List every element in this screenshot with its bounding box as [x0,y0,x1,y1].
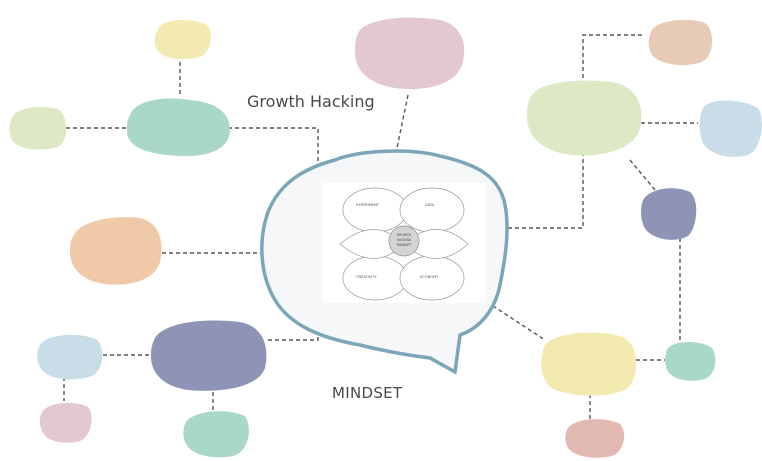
core-diagram [339,187,469,301]
petal-label-economy: ECONOMY [420,275,439,279]
diagram-title: Growth Hacking [247,92,375,111]
cloud-node [37,334,103,380]
cloud-node [183,411,249,458]
core-label-line-3: MINDSET [397,243,412,247]
mindset-label: MINDSET [332,384,403,402]
cloud-node [527,80,642,156]
cloud-node [150,320,267,391]
connector [486,301,546,341]
cloud-node [699,100,762,157]
petal-label-data: DATA [425,203,435,207]
cloud-node [565,419,625,458]
cloud-nodes [9,17,762,458]
petal-label-experiment: EXPERIMENT [356,203,380,207]
cloud-node [355,17,465,90]
cloud-node [154,20,212,60]
cloud-node [641,188,697,240]
connector [629,159,656,191]
petal-top-left [342,187,408,233]
cloud-node [541,332,637,396]
cloud-node [9,106,67,150]
petal-right [403,229,469,259]
cloud-node [648,19,713,66]
connector [487,150,584,229]
cloud-node [126,98,230,157]
petal-top-right [399,187,465,233]
cloud-node [665,342,716,381]
connector [582,34,645,85]
core-label-line-2: HACKING [397,238,412,242]
cloud-node [70,217,162,285]
cloud-node [39,402,92,443]
core-circle [388,225,420,257]
core-label-line-1: GROWTH [397,233,412,237]
petal-label-creativity: CREATIVITY [356,275,377,279]
